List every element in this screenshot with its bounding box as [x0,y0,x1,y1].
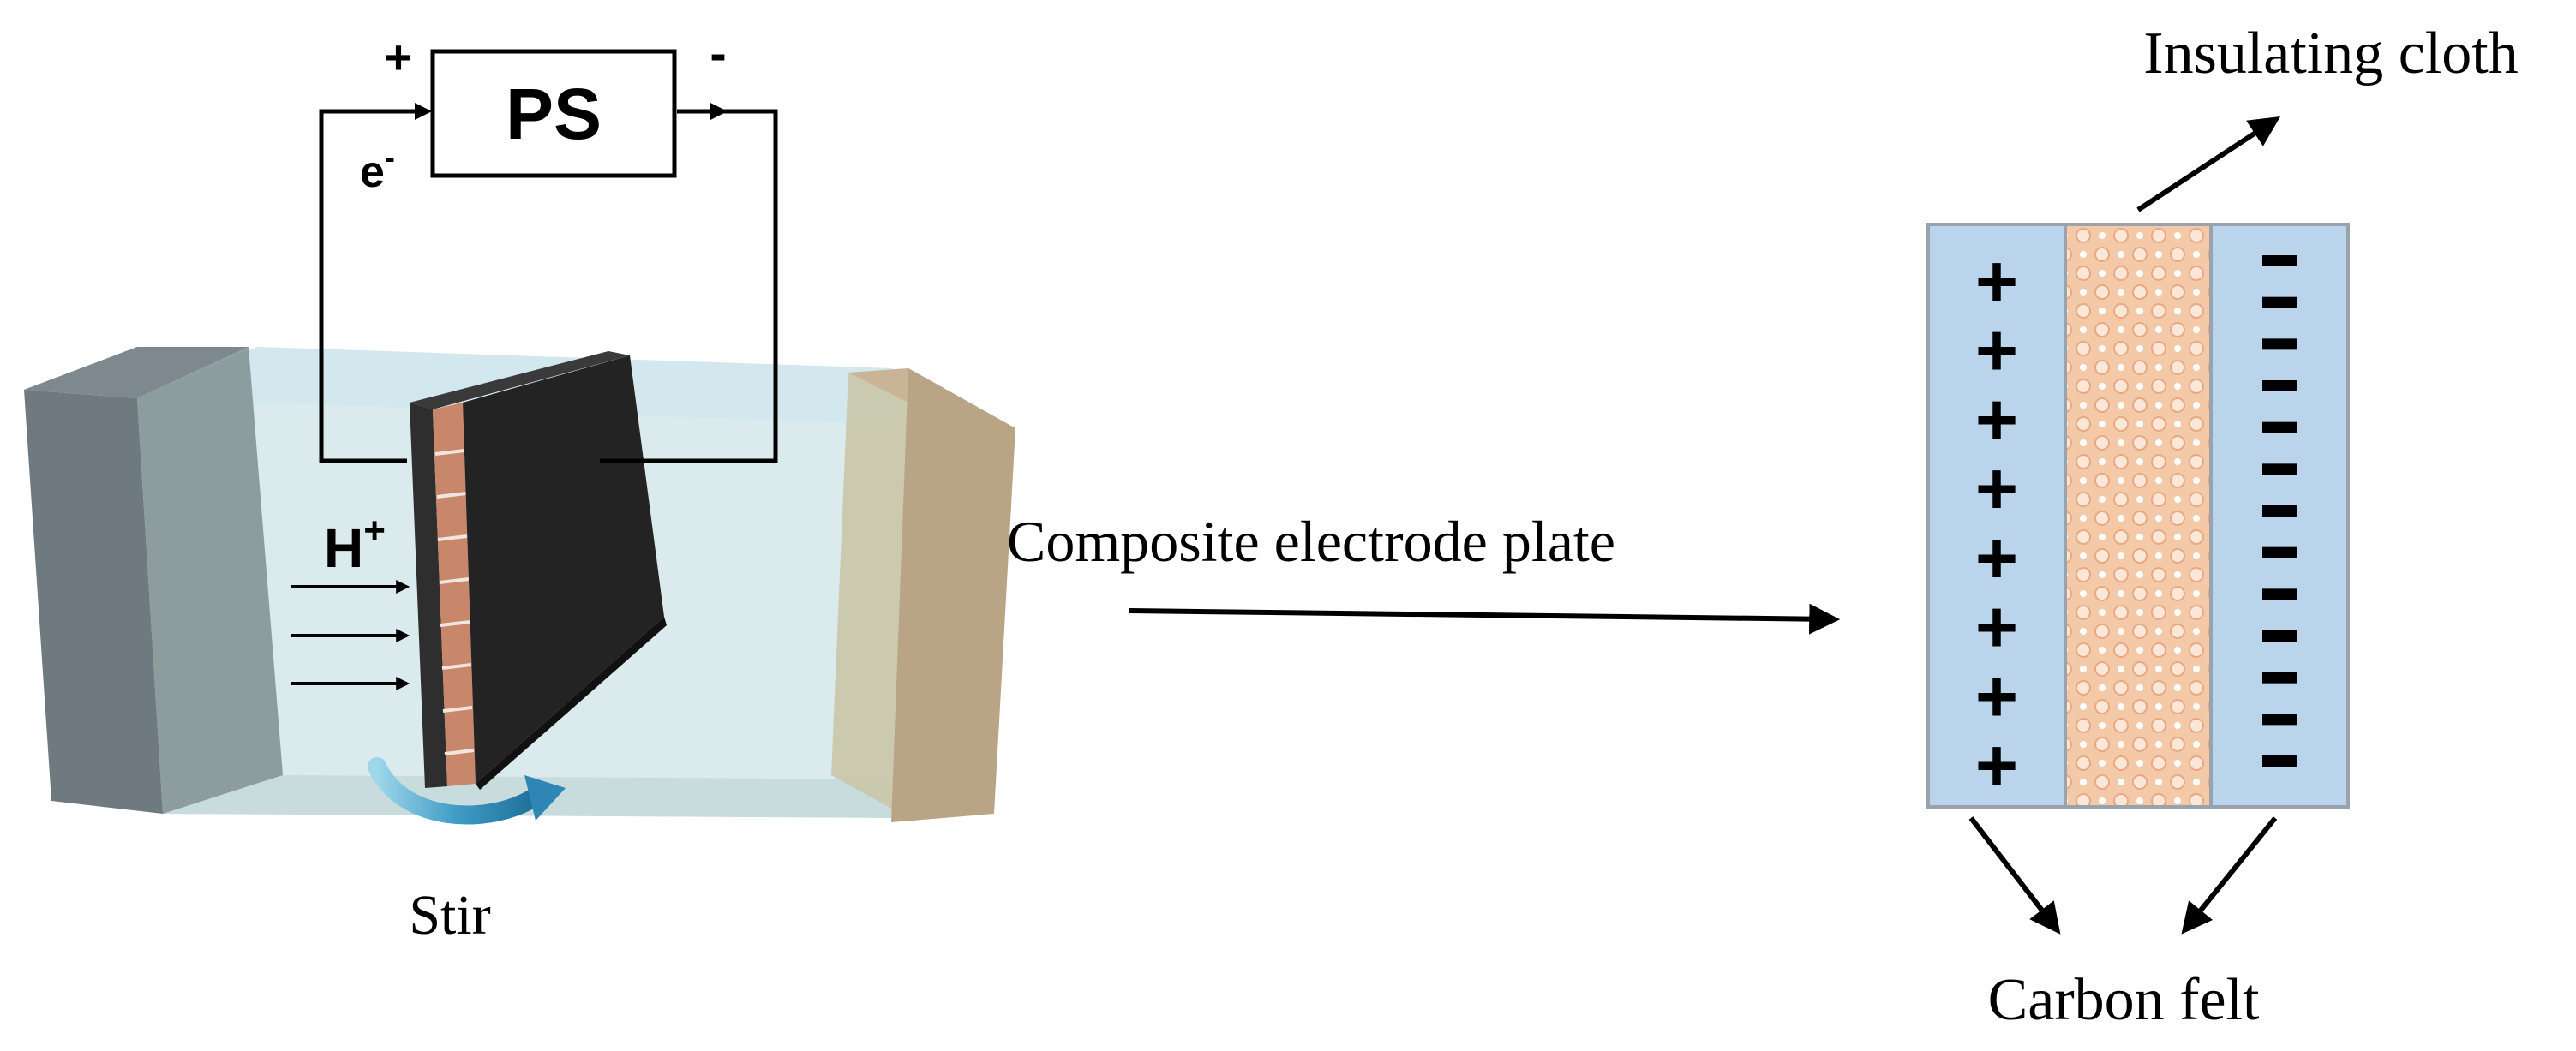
left-wire [319,109,407,463]
negative-sign [2262,546,2297,558]
carbon-felt-arrow-right [2181,816,2278,935]
negative-sign [2262,588,2297,600]
negative-sign [2262,421,2297,433]
negative-signs [2262,255,2297,767]
positive-sign: + [1975,241,2018,323]
insulating-cloth [2064,223,2213,809]
negative-sign [2262,630,2297,642]
stir-label: Stir [409,884,490,946]
right-plate-inner [831,368,908,818]
negative-sign [2262,505,2297,517]
negative-sign [2262,380,2297,391]
negative-sign [2262,463,2297,475]
carbon-felt-arrow-left [1968,816,2061,935]
electrode-insulating-strip [433,403,476,786]
electrode-strip-marks [434,449,475,755]
positive-sign: + [1975,517,2018,600]
proton-label: H+ [324,510,386,579]
positive-sign: + [1975,448,2018,530]
electrode-side-edge [476,617,667,790]
positive-terminal-sign: + [385,30,413,84]
positive-sign: + [1975,310,2018,392]
insulating-cloth-label: Insulating cloth [2143,21,2518,87]
stir-arrow [368,757,566,825]
positive-sign: + [1975,655,2018,737]
electrode-back-felt [410,403,447,788]
positive-sign: + [1975,725,2018,807]
right-plate-front [891,368,1015,822]
power-supply-box [430,49,677,178]
left-plate-inner [137,347,283,814]
positive-sign: + [1975,379,2018,461]
negative-sign [2262,296,2297,308]
insulating-cloth-arrow [2136,116,2281,212]
negative-sign [2262,672,2297,684]
center-arrow [1129,603,1841,635]
negative-sign [2262,338,2297,350]
electrode-cross-section: ++++++++ Insulating cloth Carbon felt [1926,21,2519,1033]
positive-signs: ++++++++ [1975,241,2018,807]
carbon-felt-label: Carbon felt [1988,967,2260,1033]
negative-terminal-sign: - [710,26,726,81]
electron-label: e- [360,140,395,197]
center-annotation: Composite electrode plate [1007,509,1841,635]
negative-sign [2262,255,2297,266]
power-supply-label: PS [506,74,602,154]
negative-sign [2262,714,2297,726]
negative-sign [2262,755,2297,767]
electrode-top-edge [410,351,630,409]
positive-sign: + [1975,587,2018,669]
electrolysis-cell: PS + - e- H+ [24,26,1015,946]
left-plate-front [24,390,163,814]
left-plate-top [24,347,249,398]
composite-electrode-label: Composite electrode plate [1007,509,1615,574]
